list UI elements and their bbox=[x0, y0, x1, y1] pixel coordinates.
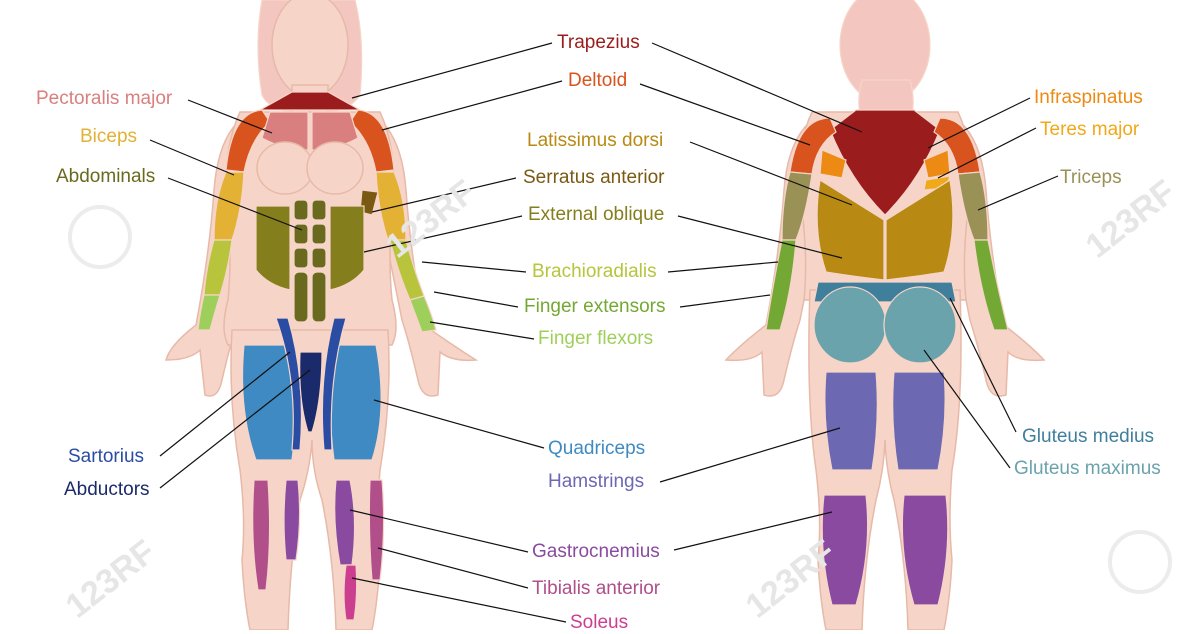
front-right-breast bbox=[306, 141, 364, 195]
front-left-finger-flexors bbox=[197, 294, 221, 331]
back-left-gluteus-maximus bbox=[813, 286, 887, 364]
back-left-infraspinatus bbox=[819, 149, 847, 179]
label-triceps: Triceps bbox=[1060, 167, 1122, 188]
label-sartorius: Sartorius bbox=[68, 446, 145, 467]
front-head bbox=[271, 0, 349, 98]
front-left-tibialis bbox=[252, 479, 271, 591]
leader-lines bbox=[149, 42, 1059, 623]
back-figure bbox=[724, 0, 1046, 630]
label-finger-flexors: Finger flexors bbox=[538, 328, 654, 349]
label-gluteus-medius: Gluteus medius bbox=[1022, 426, 1155, 447]
front-left-deltoid bbox=[225, 109, 271, 173]
label-infraspinatus: Infraspinatus bbox=[1034, 87, 1143, 108]
label-soleus: Soleus bbox=[570, 612, 629, 633]
back-left-gastrocnemius bbox=[821, 494, 869, 606]
label-gastrocnemius: Gastrocnemius bbox=[532, 541, 660, 562]
label-pectoralis-major: Pectoralis major bbox=[36, 88, 173, 109]
label-brachioradialis: Brachioradialis bbox=[532, 261, 657, 282]
label-serratus-anterior: Serratus anterior bbox=[523, 167, 665, 188]
front-right-deltoid bbox=[349, 109, 395, 173]
front-abdominals bbox=[293, 199, 327, 323]
label-deltoid: Deltoid bbox=[568, 70, 628, 91]
front-left-sartorius bbox=[275, 317, 303, 451]
back-left-brachioradialis bbox=[765, 239, 797, 331]
label-abdominals: Abdominals bbox=[56, 166, 156, 187]
front-right-finger-flexors bbox=[409, 295, 437, 333]
watermark-icon bbox=[68, 205, 132, 269]
back-left-hamstrings bbox=[824, 371, 878, 471]
label-latissimus-dorsi: Latissimus dorsi bbox=[527, 130, 664, 151]
label-finger-extensors: Finger extensors bbox=[524, 296, 666, 317]
front-right-tibialis bbox=[368, 479, 385, 581]
back-right-gastrocnemius bbox=[901, 494, 949, 606]
front-right-arm bbox=[377, 118, 479, 397]
label-biceps: Biceps bbox=[80, 126, 138, 147]
label-hamstrings: Hamstrings bbox=[548, 471, 645, 492]
watermark-icon bbox=[1108, 530, 1172, 594]
label-teres-major: Teres major bbox=[1040, 119, 1140, 140]
label-abductors: Abductors bbox=[64, 479, 150, 500]
label-gluteus-maximus: Gluteus maximus bbox=[1014, 458, 1161, 479]
front-right-sartorius bbox=[321, 317, 347, 451]
back-right-gluteus-maximus bbox=[883, 286, 957, 364]
back-right-infraspinatus bbox=[923, 149, 951, 179]
back-right-finger-extensors bbox=[973, 239, 1009, 331]
front-left-breast bbox=[256, 141, 314, 195]
label-quadriceps: Quadriceps bbox=[548, 438, 646, 459]
back-right-latissimus bbox=[885, 179, 954, 281]
front-right-soleus bbox=[343, 564, 358, 621]
label-external-oblique: External oblique bbox=[528, 204, 665, 225]
front-oblique-right bbox=[329, 205, 365, 291]
back-right-hamstrings bbox=[892, 371, 946, 471]
front-oblique-left bbox=[255, 205, 291, 291]
front-left-gastrocnemius bbox=[283, 479, 301, 561]
front-right-quadriceps bbox=[329, 344, 382, 461]
label-tibialis-anterior: Tibialis anterior bbox=[532, 578, 661, 599]
front-right-biceps bbox=[375, 171, 407, 241]
front-abductors bbox=[299, 351, 323, 433]
front-right-gastrocnemius bbox=[334, 479, 356, 566]
label-trapezius: Trapezius bbox=[557, 32, 640, 53]
back-left-latissimus bbox=[816, 179, 885, 281]
front-figure bbox=[165, 0, 479, 630]
